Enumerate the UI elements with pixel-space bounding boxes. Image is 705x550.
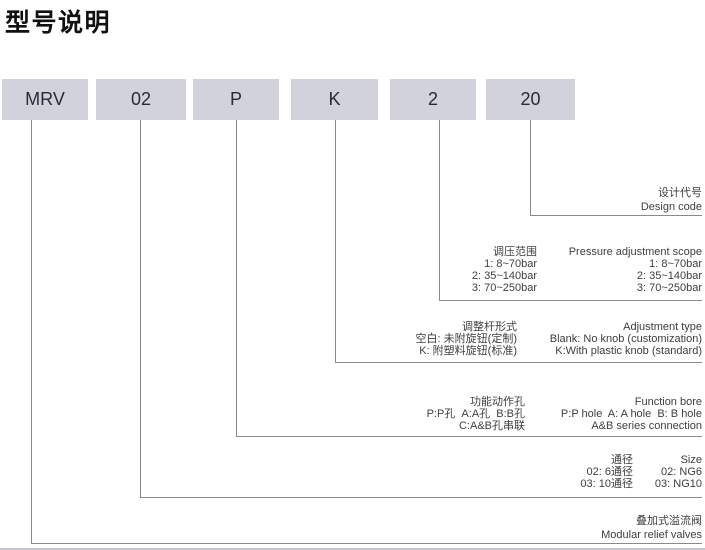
size-header-en: Size [680, 454, 702, 466]
function-bore-row-1-cn: P:P孔 A:A孔 B:B孔 [426, 408, 525, 420]
pressure-row-1-en: 1: 8~70bar [649, 258, 702, 270]
model-segment-box-20: 20 [486, 79, 575, 120]
adjustment-row-1: 空白: 未附旋钮(定制) Blank: No knob (customizati… [416, 333, 702, 345]
section-adjustment-type: 调整杆形式 Adjustment type 空白: 未附旋钮(定制) Blank… [416, 321, 702, 357]
function-bore-row-1: P:P孔 A:A孔 B:B孔 P:P hole A: A hole B: B h… [427, 408, 702, 420]
connector-line-vertical-k [335, 120, 336, 362]
model-segment-box-mrv: MRV [2, 79, 88, 120]
adjustment-row-2-cn: K: 附塑料旋钮(标准) [419, 345, 517, 357]
connector-line-horizontal-adjustment [335, 362, 702, 363]
pressure-header: 调压范围 Pressure adjustment scope [472, 246, 702, 258]
adjustment-header-en: Adjustment type [623, 321, 702, 333]
pressure-row-3-en: 3: 70~250bar [636, 282, 702, 294]
connector-line-horizontal-pressure [439, 300, 702, 301]
size-row-1-en: 02: NG6 [661, 466, 702, 478]
function-bore-header: 功能动作孔 Function bore [427, 396, 702, 408]
pressure-row-1-cn: 1: 8~70bar [484, 258, 537, 270]
section-function-bore: 功能动作孔 Function bore P:P孔 A:A孔 B:B孔 P:P h… [427, 396, 702, 432]
size-header-cn: 通径 [611, 454, 633, 466]
size-row-2-en: 03: NG10 [654, 478, 702, 490]
pressure-row-1: 1: 8~70bar 1: 8~70bar [472, 258, 702, 270]
size-row-1: 02: 6通径 02: NG6 [580, 466, 702, 478]
function-bore-row-2-en: A&B series connection [591, 420, 702, 432]
model-segment-box-2: 2 [390, 79, 476, 120]
adjustment-header-cn: 调整杆形式 [462, 321, 517, 333]
pressure-header-cn: 调压范围 [493, 246, 537, 258]
pressure-row-2-cn: 2: 35~140bar [471, 270, 537, 282]
section-size: 通径 Size 02: 6通径 02: NG6 03: 10通径 03: NG1… [580, 454, 702, 490]
function-bore-header-en: Function bore [634, 396, 702, 408]
model-segment-box-p: P [193, 79, 279, 120]
connector-line-vertical-20 [530, 120, 531, 215]
connector-line-horizontal-product [31, 543, 702, 544]
adjustment-header: 调整杆形式 Adjustment type [416, 321, 702, 333]
product-name-cn: 叠加式溢流阀 [636, 515, 702, 527]
connector-line-vertical-p [236, 120, 237, 436]
product-name-en: Modular relief valves [601, 529, 702, 541]
model-segment-box-k: K [291, 79, 378, 120]
section-pressure-scope: 调压范围 Pressure adjustment scope 1: 8~70ba… [472, 246, 702, 294]
connector-line-vertical-2 [439, 120, 440, 300]
size-row-2-cn: 03: 10通径 [580, 478, 633, 490]
function-bore-header-cn: 功能动作孔 [470, 396, 525, 408]
pressure-row-2: 2: 35~140bar 2: 35~140bar [472, 270, 702, 282]
design-code-label-cn: 设计代号 [658, 187, 702, 199]
page-title: 型号说明 [5, 9, 112, 37]
adjustment-row-2: K: 附塑料旋钮(标准) K:With plastic knob (standa… [416, 345, 702, 357]
connector-line-horizontal-size [140, 497, 702, 498]
function-bore-row-2: C:A&B孔串联 A&B series connection [427, 420, 702, 432]
pressure-row-3-cn: 3: 70~250bar [471, 282, 537, 294]
connector-line-horizontal-function-bore [236, 436, 702, 437]
pressure-row-3: 3: 70~250bar 3: 70~250bar [472, 282, 702, 294]
function-bore-row-1-en: P:P hole A: A hole B: B hole [560, 408, 702, 420]
page-bottom-border [0, 548, 705, 550]
section-product-name: 叠加式溢流阀 Modular relief valves [601, 514, 702, 542]
pressure-row-2-en: 2: 35~140bar [636, 270, 702, 282]
connector-line-horizontal-design-code [530, 215, 702, 216]
pressure-header-en: Pressure adjustment scope [568, 246, 702, 258]
adjustment-row-2-en: K:With plastic knob (standard) [555, 345, 702, 357]
adjustment-row-1-cn: 空白: 未附旋钮(定制) [415, 333, 517, 345]
connector-line-vertical-02 [140, 120, 141, 497]
connector-line-vertical-mrv [31, 120, 32, 543]
size-row-1-cn: 02: 6通径 [586, 466, 633, 478]
size-row-2: 03: 10通径 03: NG10 [580, 478, 702, 490]
design-code-label-en: Design code [640, 201, 702, 213]
adjustment-row-1-en: Blank: No knob (customization) [549, 333, 702, 345]
section-design-code: 设计代号 Design code [641, 186, 702, 214]
model-segment-box-02: 02 [96, 79, 186, 120]
function-bore-row-2-cn: C:A&B孔串联 [458, 420, 525, 432]
size-header: 通径 Size [580, 454, 702, 466]
